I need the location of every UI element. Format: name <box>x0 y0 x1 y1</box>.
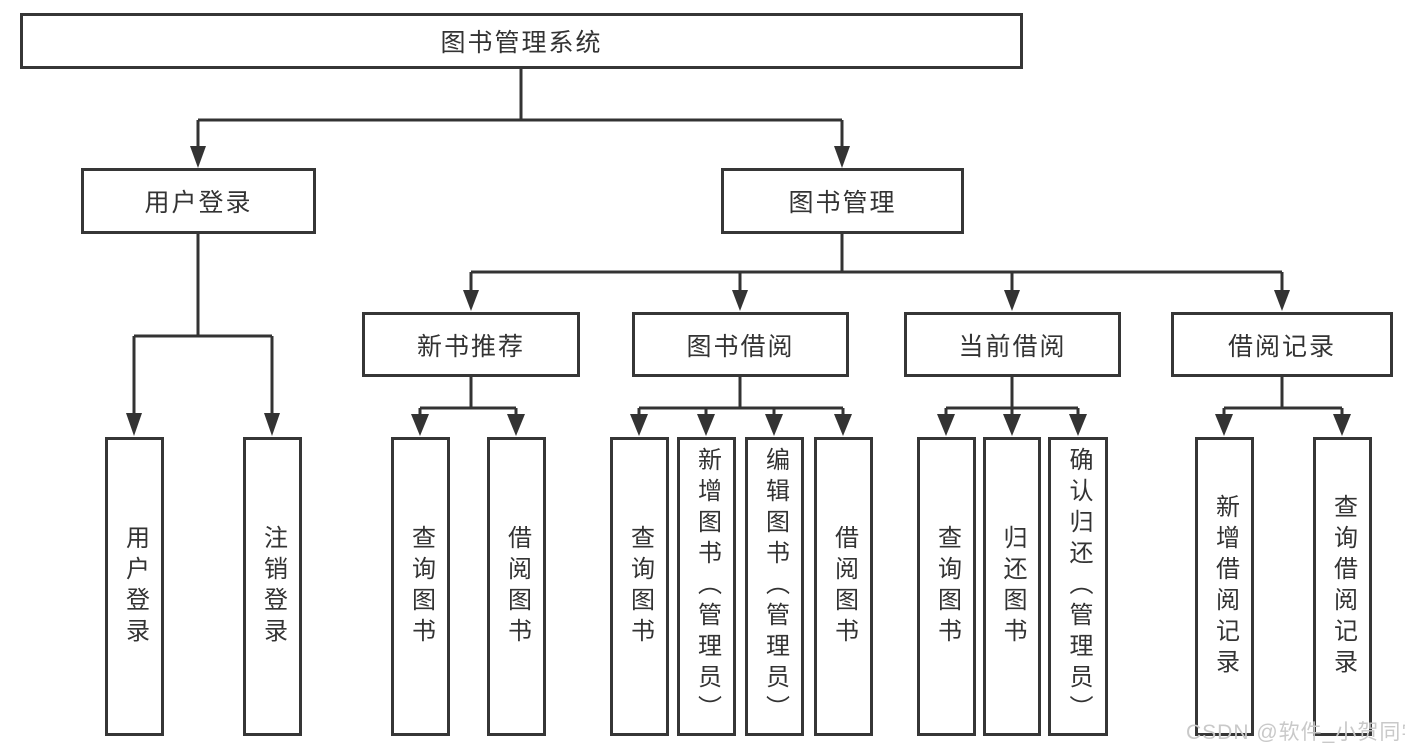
node-current-borrowing-label: 当前借阅 <box>958 332 1067 361</box>
leaf-return-books: 归还图书 <box>983 437 1041 736</box>
leaf-query-borrow-record-label: 查询借阅记录 <box>1329 493 1357 680</box>
connector-book-management-to-level3 <box>463 234 1290 311</box>
node-new-book-recommendation-label: 新书推荐 <box>416 332 525 361</box>
node-new-book-recommendation: 新书推荐 <box>362 312 580 377</box>
node-book-management-system: 图书管理系统 <box>20 13 1023 69</box>
leaf-query-books-recommend: 查询图书 <box>391 437 450 736</box>
leaf-logout: 注销登录 <box>243 437 302 736</box>
csdn-watermark: CSDN @软件_小贺同学 <box>1186 721 1405 744</box>
node-user-login: 用户登录 <box>81 168 316 234</box>
connector-level3-to-leaves <box>411 377 1351 436</box>
leaf-query-borrow-record: 查询借阅记录 <box>1313 437 1372 736</box>
leaf-borrow-books-recommend: 借阅图书 <box>487 437 546 736</box>
leaf-user-login: 用户登录 <box>105 437 164 736</box>
leaf-add-book-admin-label: 新增图书（管理员） <box>693 447 721 726</box>
leaf-add-borrow-record: 新增借阅记录 <box>1195 437 1254 736</box>
leaf-borrow-books-recommend-label: 借阅图书 <box>503 524 531 649</box>
connector-user-login-to-leaves <box>126 234 280 436</box>
connector-root-to-level2 <box>190 69 850 168</box>
node-borrowing-records-label: 借阅记录 <box>1227 332 1336 361</box>
leaf-borrow-books-borrowing: 借阅图书 <box>814 437 873 736</box>
leaf-confirm-return-admin-label: 确认归还（管理员） <box>1065 447 1092 726</box>
leaf-confirm-return-admin: 确认归还（管理员） <box>1048 437 1108 736</box>
leaf-query-books-current: 查询图书 <box>917 437 976 736</box>
leaf-query-books-current-label: 查询图书 <box>933 524 961 649</box>
node-book-borrowing: 图书借阅 <box>632 312 849 377</box>
node-book-management-label: 图书管理 <box>788 189 897 217</box>
leaf-query-books-recommend-label: 查询图书 <box>407 524 435 649</box>
leaf-edit-book-admin-label: 编辑图书（管理员） <box>761 447 789 726</box>
node-current-borrowing: 当前借阅 <box>904 312 1121 377</box>
node-user-login-label: 用户登录 <box>144 189 253 217</box>
leaf-logout-label: 注销登录 <box>259 524 287 649</box>
leaf-return-books-label: 归还图书 <box>999 524 1026 649</box>
node-book-borrowing-label: 图书借阅 <box>686 332 795 361</box>
leaf-query-books-borrowing: 查询图书 <box>610 437 669 736</box>
node-book-management: 图书管理 <box>721 168 964 234</box>
leaf-edit-book-admin: 编辑图书（管理员） <box>745 437 804 736</box>
node-book-management-system-label: 图书管理系统 <box>440 29 603 57</box>
node-borrowing-records: 借阅记录 <box>1171 312 1393 377</box>
leaf-user-login-label: 用户登录 <box>121 524 149 649</box>
leaf-add-book-admin: 新增图书（管理员） <box>677 437 736 736</box>
leaf-add-borrow-record-label: 新增借阅记录 <box>1211 493 1239 680</box>
leaf-borrow-books-borrowing-label: 借阅图书 <box>830 524 858 649</box>
leaf-query-books-borrowing-label: 查询图书 <box>626 524 654 649</box>
